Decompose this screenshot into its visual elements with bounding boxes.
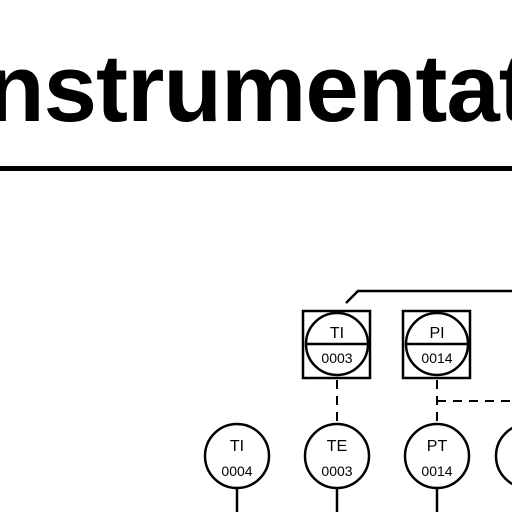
instrument-ti-0003: TI 0003: [301, 309, 372, 380]
instrument-tag-loop: 0014: [421, 463, 452, 479]
page-title: nstrumentat: [0, 35, 512, 142]
instrument-tag-loop: 0003: [321, 350, 352, 366]
instrument-tag-loop: 0004: [221, 463, 252, 479]
instrument-tag-function: TI: [330, 325, 344, 342]
instrument-tag-function: PT: [427, 438, 448, 455]
signal-line-ti-0003: [345, 289, 512, 304]
instrument-tag-function: TI: [230, 438, 244, 455]
instrument-tag-loop: 0003: [321, 463, 352, 479]
instrument-tag-function: PI: [429, 325, 444, 342]
instrument-tag-function: TE: [327, 438, 347, 455]
title-underline: [0, 166, 512, 171]
instrument-te-0003: TE 0003: [303, 422, 371, 490]
instrument-pi-0014: PI 0014: [401, 309, 472, 380]
instrument-pt-0014: PT 0014: [403, 422, 471, 490]
instrument-tag-loop: 0014: [421, 350, 452, 366]
instrument-partial-offscreen: [494, 426, 512, 486]
instrument-ti-0004: TI 0004: [203, 422, 271, 490]
